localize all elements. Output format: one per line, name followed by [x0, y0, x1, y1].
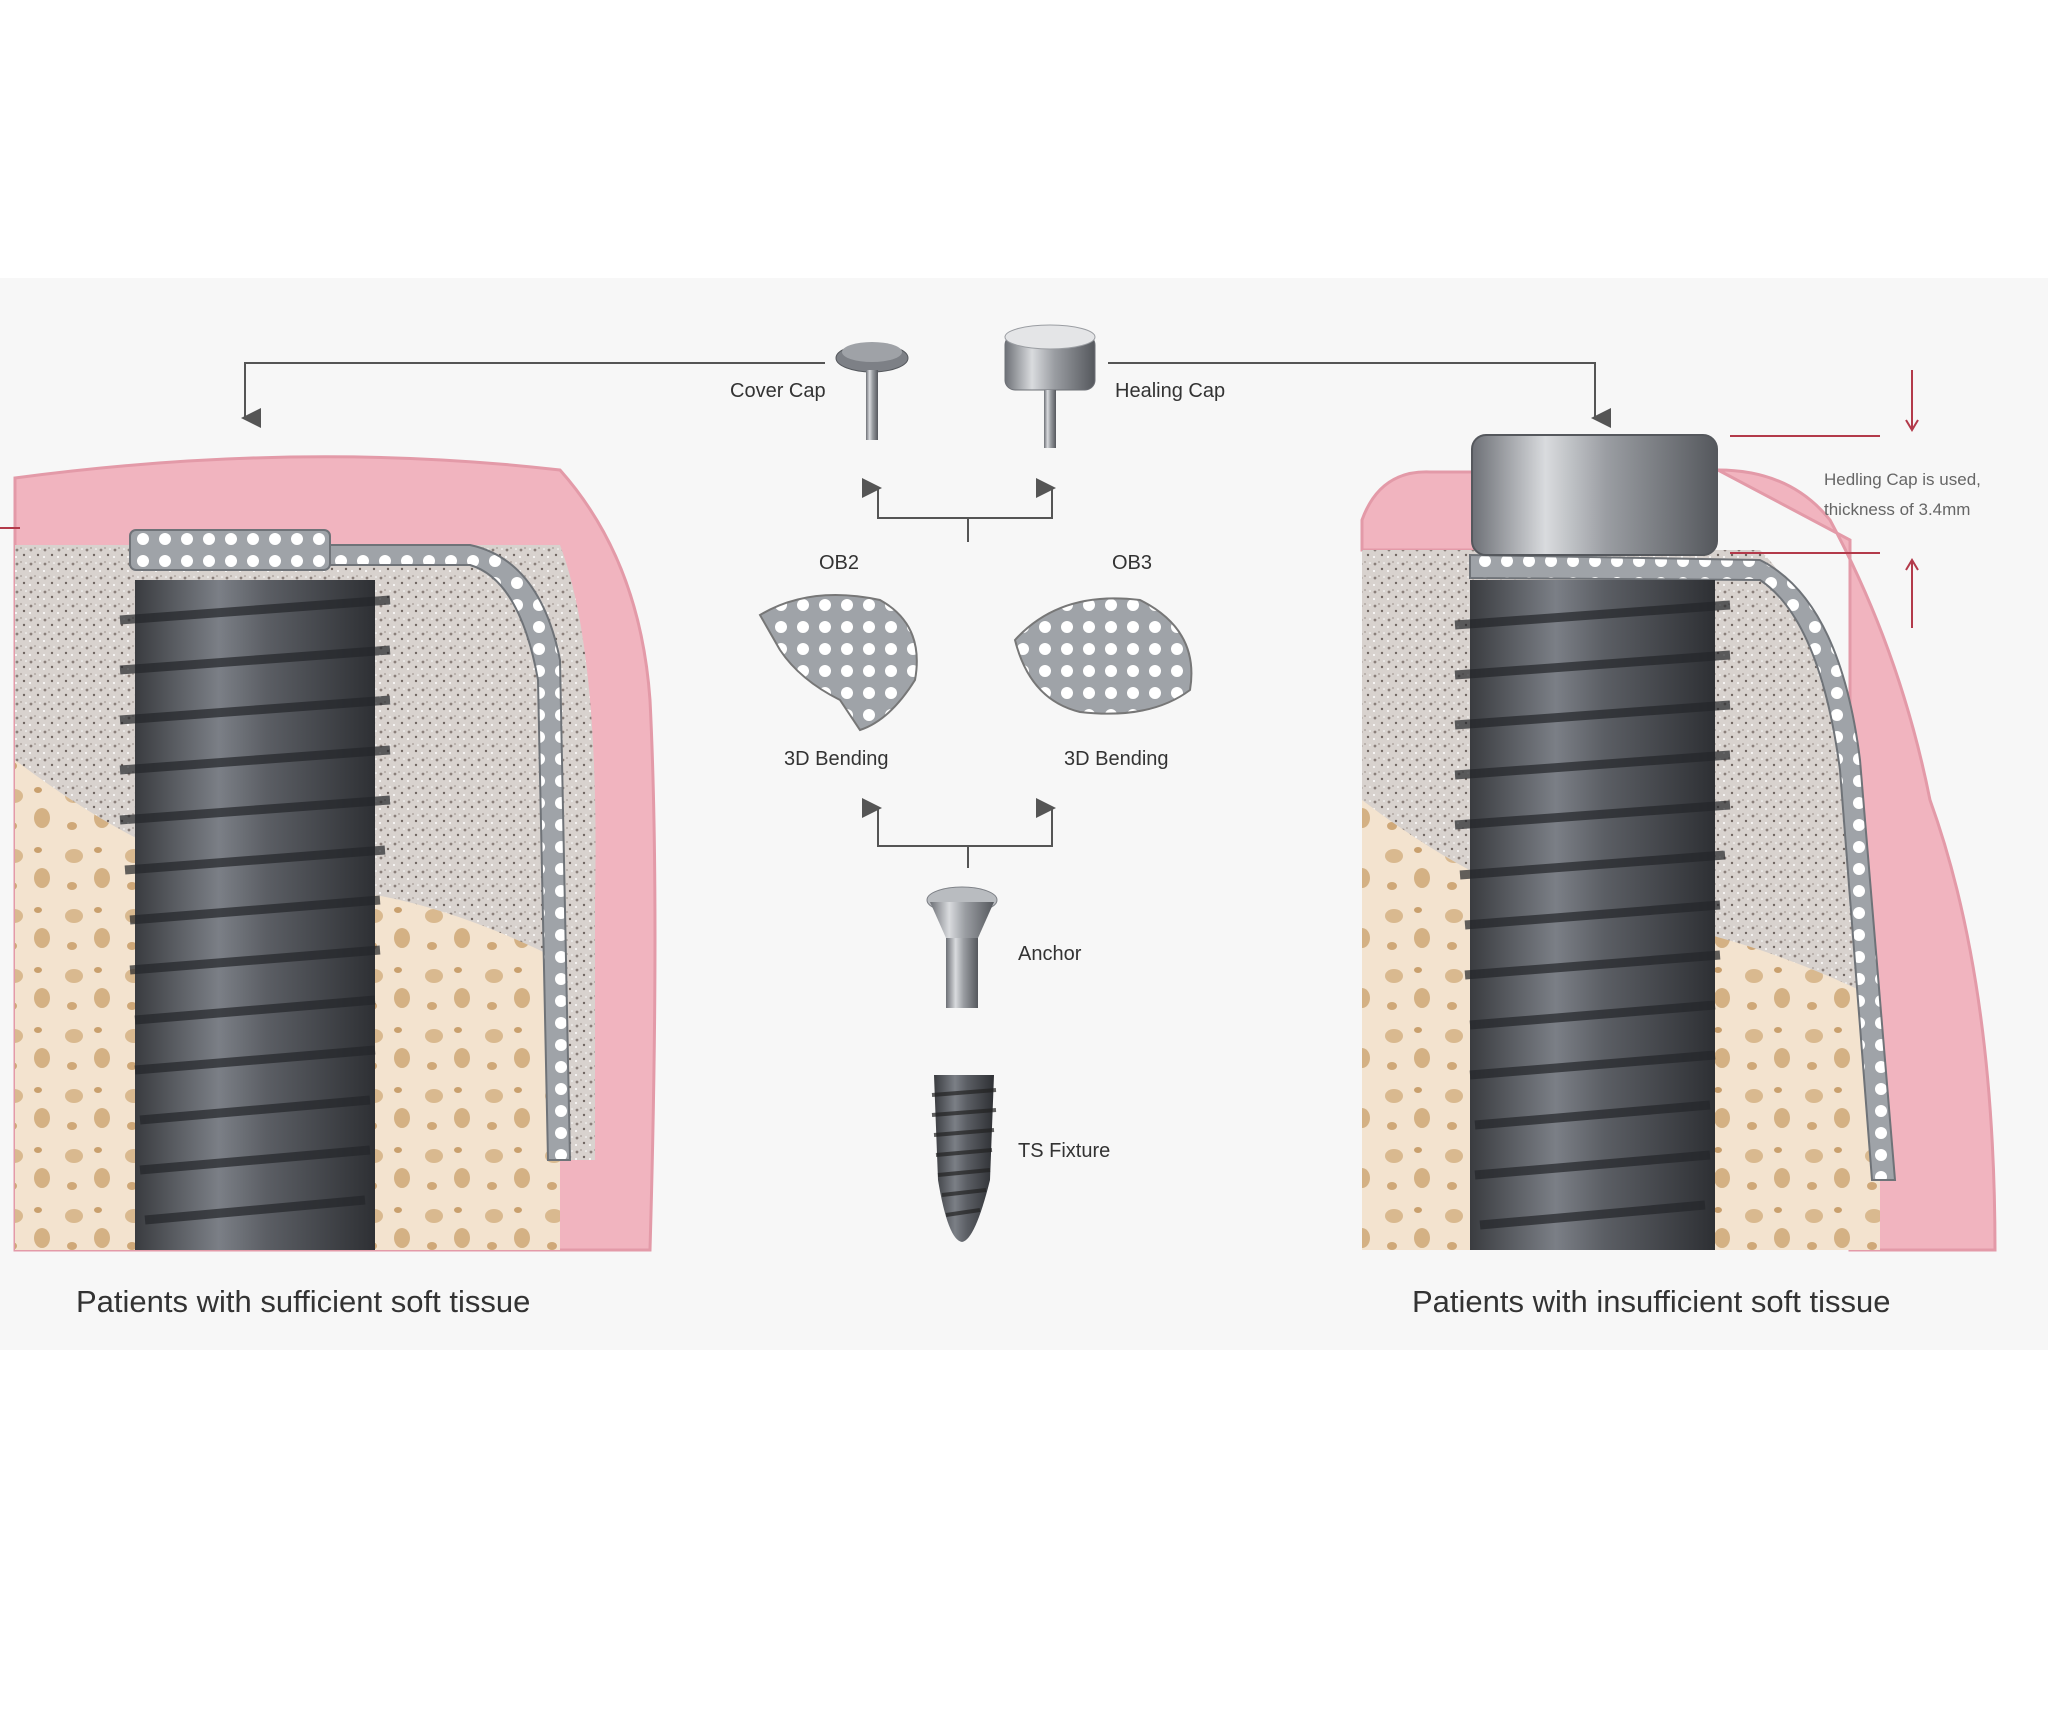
healing-cap-illustration — [1004, 324, 1096, 448]
ts-fixture-label: TS Fixture — [1018, 1140, 1111, 1162]
right-cross-section — [1360, 370, 1997, 1252]
bending-label-left: 3D Bending — [784, 748, 889, 770]
ob2-label: OB2 — [819, 552, 860, 574]
cover-cap-label: Cover Cap — [730, 380, 826, 402]
ob3-label: OB3 — [1112, 552, 1153, 574]
ob3-mesh-illustration — [1013, 597, 1193, 715]
caption-insufficient: Patients with insufficient soft tissue — [1412, 1284, 1891, 1319]
caption-sufficient: Patients with sufficient soft tissue — [76, 1284, 531, 1319]
anchor-illustration — [926, 886, 998, 1008]
ob2-mesh-illustration — [758, 594, 918, 732]
thickness-note-line2: thickness of 3.4mm — [1824, 500, 1971, 519]
cover-cap-illustration — [835, 342, 909, 440]
left-cross-section — [0, 455, 657, 1252]
connector-lines — [241, 362, 1611, 868]
healing-cap-label: Healing Cap — [1115, 380, 1226, 402]
thickness-note-line1: Hedling Cap is used, — [1824, 470, 1981, 489]
ts-fixture-illustration — [931, 1075, 997, 1242]
bending-label-right: 3D Bending — [1064, 748, 1169, 770]
anchor-label: Anchor — [1018, 943, 1082, 965]
